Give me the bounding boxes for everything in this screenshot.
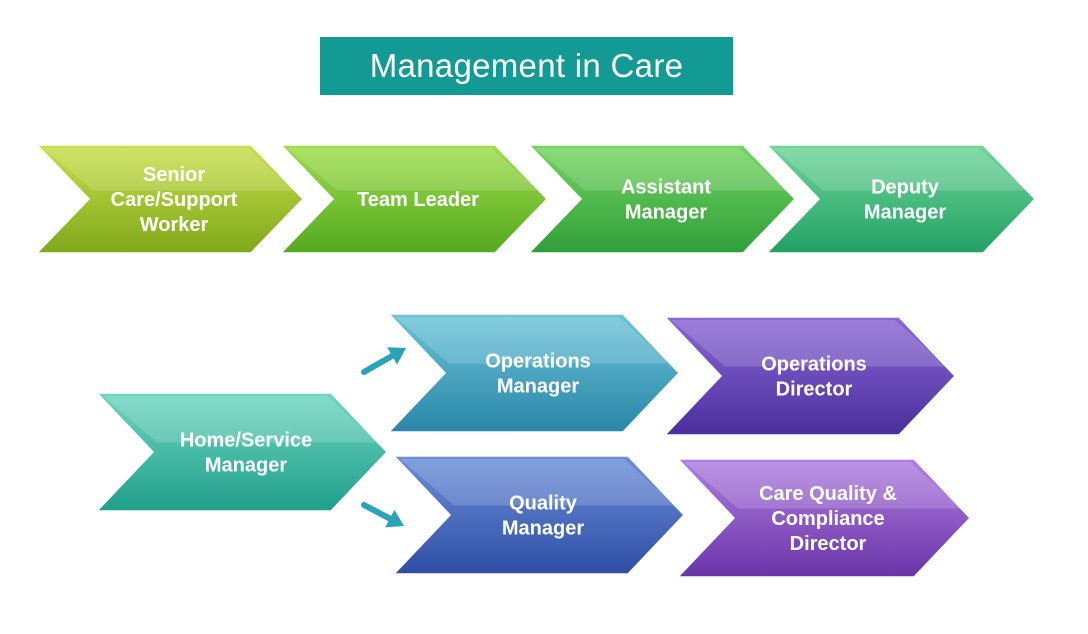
step-operations-director-label-line: Director bbox=[776, 379, 853, 401]
step-quality-manager-shape bbox=[392, 455, 686, 575]
step-care-quality-compliance-director-shape bbox=[676, 458, 972, 578]
step-row1-2-shape bbox=[279, 144, 549, 254]
step-operations-manager-label-line: Operations bbox=[485, 351, 591, 373]
step-home-service-manager-gloss bbox=[103, 396, 379, 443]
step-operations-director-shape bbox=[663, 316, 957, 436]
step-home-service-manager-shape bbox=[95, 392, 389, 512]
step-care-quality-compliance-director-label-line: Director bbox=[790, 533, 867, 555]
step-operations-manager-gloss bbox=[395, 317, 671, 364]
step-operations-director-label-line: Operations bbox=[761, 354, 867, 376]
diagram-title: Management in Care bbox=[320, 37, 733, 95]
step-row1-4-shape bbox=[765, 144, 1037, 254]
connector-arrow-down-icon bbox=[361, 502, 404, 528]
step-home-service-manager-label-line: Manager bbox=[205, 455, 287, 477]
step-row1-1-gloss bbox=[43, 148, 295, 191]
step-row1-4-label-line: Manager bbox=[864, 202, 946, 224]
step-quality-manager-gloss bbox=[400, 459, 676, 506]
step-care-quality-compliance-director-label-line: Compliance bbox=[771, 508, 884, 530]
step-operations-manager-label-line: Manager bbox=[497, 376, 579, 398]
step-row1-2-gloss bbox=[287, 148, 539, 191]
step-quality-manager-label-line: Manager bbox=[502, 518, 584, 540]
step-row1-3-shape bbox=[527, 144, 797, 254]
step-row1-1-label-line: Senior bbox=[143, 164, 205, 186]
step-row1-1-label-line: Worker bbox=[140, 214, 209, 236]
step-row1-2-label-line: Team Leader bbox=[357, 189, 479, 211]
step-operations-director-gloss bbox=[671, 320, 947, 367]
step-row1-1-label-line: Care/Support bbox=[111, 189, 238, 211]
step-row1-2: Team Leader bbox=[279, 144, 549, 254]
connector-arrow-up-icon bbox=[361, 347, 406, 375]
step-row1-3-label-line: Assistant bbox=[621, 177, 711, 199]
step-care-quality-compliance-director-gloss bbox=[684, 462, 962, 509]
step-home-service-manager-label-line: Home/Service bbox=[180, 430, 312, 452]
step-row1-3-label-line: Manager bbox=[625, 202, 707, 224]
step-row1-4-gloss bbox=[773, 148, 1027, 191]
step-row1-1-shape bbox=[35, 144, 305, 254]
step-care-quality-compliance-director-label-line: Care Quality & bbox=[759, 483, 897, 505]
step-operations-manager-shape bbox=[387, 313, 681, 433]
step-quality-manager-label-line: Quality bbox=[509, 493, 578, 515]
step-row1-4-label-line: Deputy bbox=[871, 177, 940, 199]
step-row1-3-gloss bbox=[535, 148, 787, 191]
